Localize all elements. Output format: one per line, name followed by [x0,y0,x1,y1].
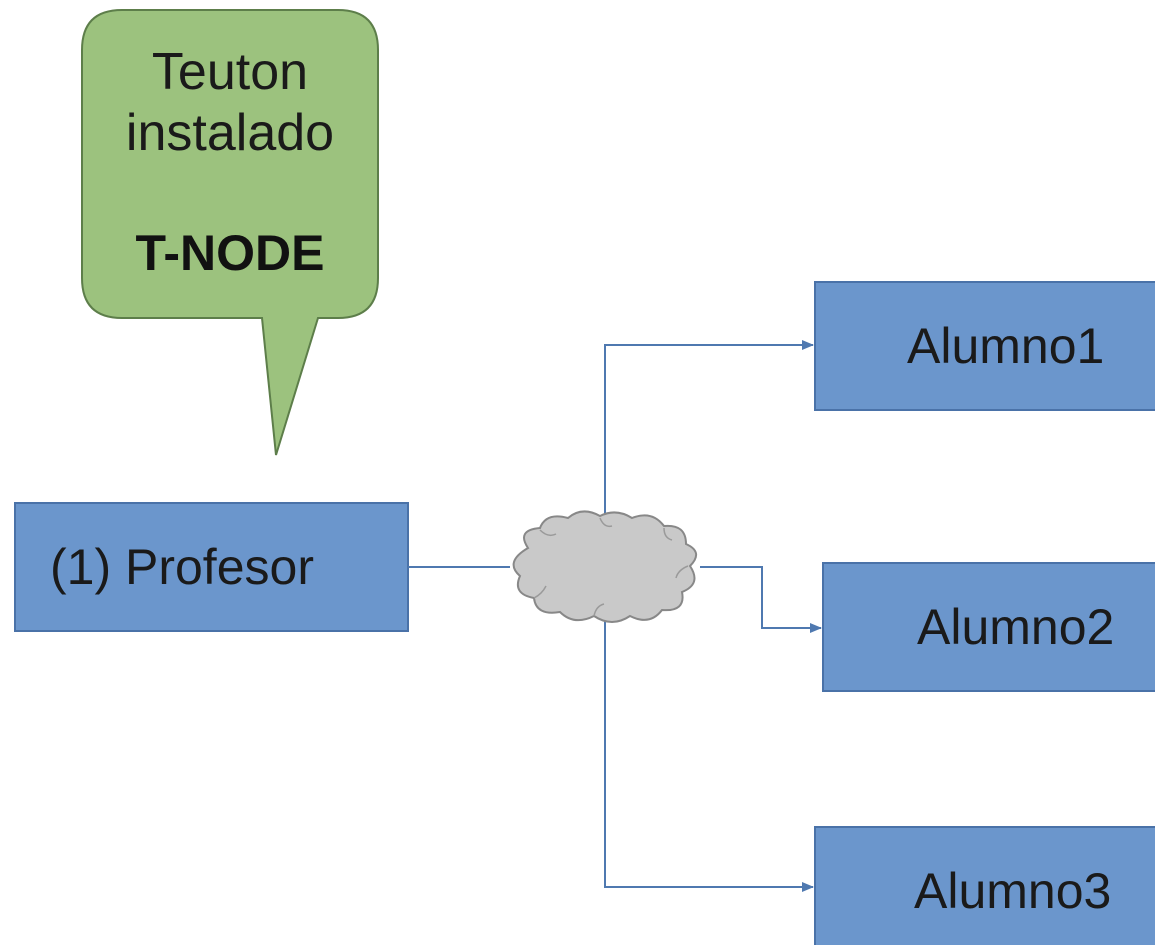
callout-line-instalado: instalado [125,104,335,162]
teacher-node-label: (1) Profesor [50,539,314,595]
callout-line-teuton: Teuton [151,43,309,101]
student2-node-box [822,562,1155,692]
cloud-to-student1-connector [604,340,814,517]
callout-line-tnode: T-NODE [135,225,325,281]
student2-node-label: Alumno2 [917,599,1115,655]
student1-node-label: Alumno1 [907,318,1105,374]
student1-node-box [814,281,1155,411]
callout-bubble [81,9,379,456]
cloud-to-student2-connector [700,566,822,633]
cloud-icon [512,510,697,623]
cloud-to-student3-connector [604,620,814,892]
student3-node-label: Alumno3 [914,863,1112,919]
student3-node-box [814,826,1155,945]
teacher-node-box [14,502,409,632]
